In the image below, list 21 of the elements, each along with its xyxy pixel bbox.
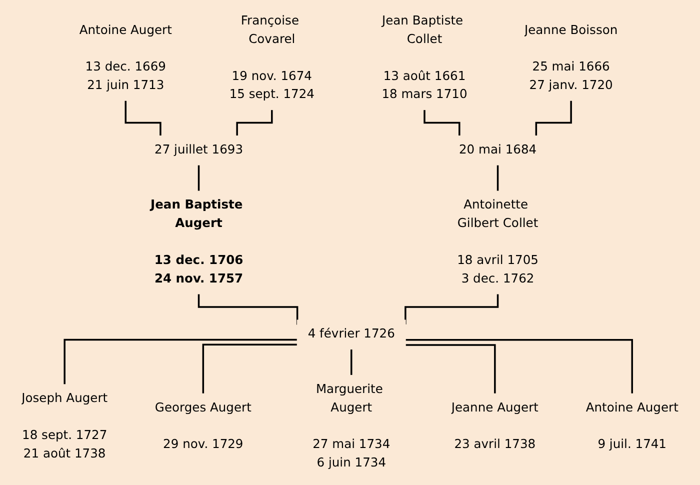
connector <box>405 344 496 394</box>
node-text: Jean Baptiste Augert 13 dec. 1706 24 nov. 1757 <box>150 198 244 286</box>
connector <box>64 338 298 385</box>
node-text: Françoise Covarel 19 nov. 1674 15 sept. 1724 <box>229 14 314 102</box>
connector <box>198 164 200 192</box>
node-text: 20 mai 1684 <box>458 142 537 157</box>
connector <box>496 164 499 192</box>
connector <box>405 339 633 394</box>
node-text: Antoine Augert 13 dec. 1669 21 juin 1713 <box>79 23 172 93</box>
node-text: Jean Baptiste Collet 13 août 1661 18 mars 1710 <box>382 14 468 102</box>
connector <box>236 108 273 136</box>
node-text: Antoinette Gilbert Collet 18 avril 1705 3 dec. 1762 <box>457 198 538 286</box>
node-text: Marguerite Augert 27 mai 1734 6 juin 1734 <box>312 382 390 470</box>
connector <box>202 344 298 394</box>
connector <box>350 348 352 376</box>
connector <box>535 100 572 136</box>
node-text: 27 juillet 1693 <box>154 142 244 157</box>
connector <box>424 108 460 136</box>
node-text: Georges Augert 29 nov. 1729 <box>154 400 252 452</box>
connector <box>124 100 162 136</box>
node-text: Antoine Augert 9 juil. 1741 <box>586 400 678 452</box>
